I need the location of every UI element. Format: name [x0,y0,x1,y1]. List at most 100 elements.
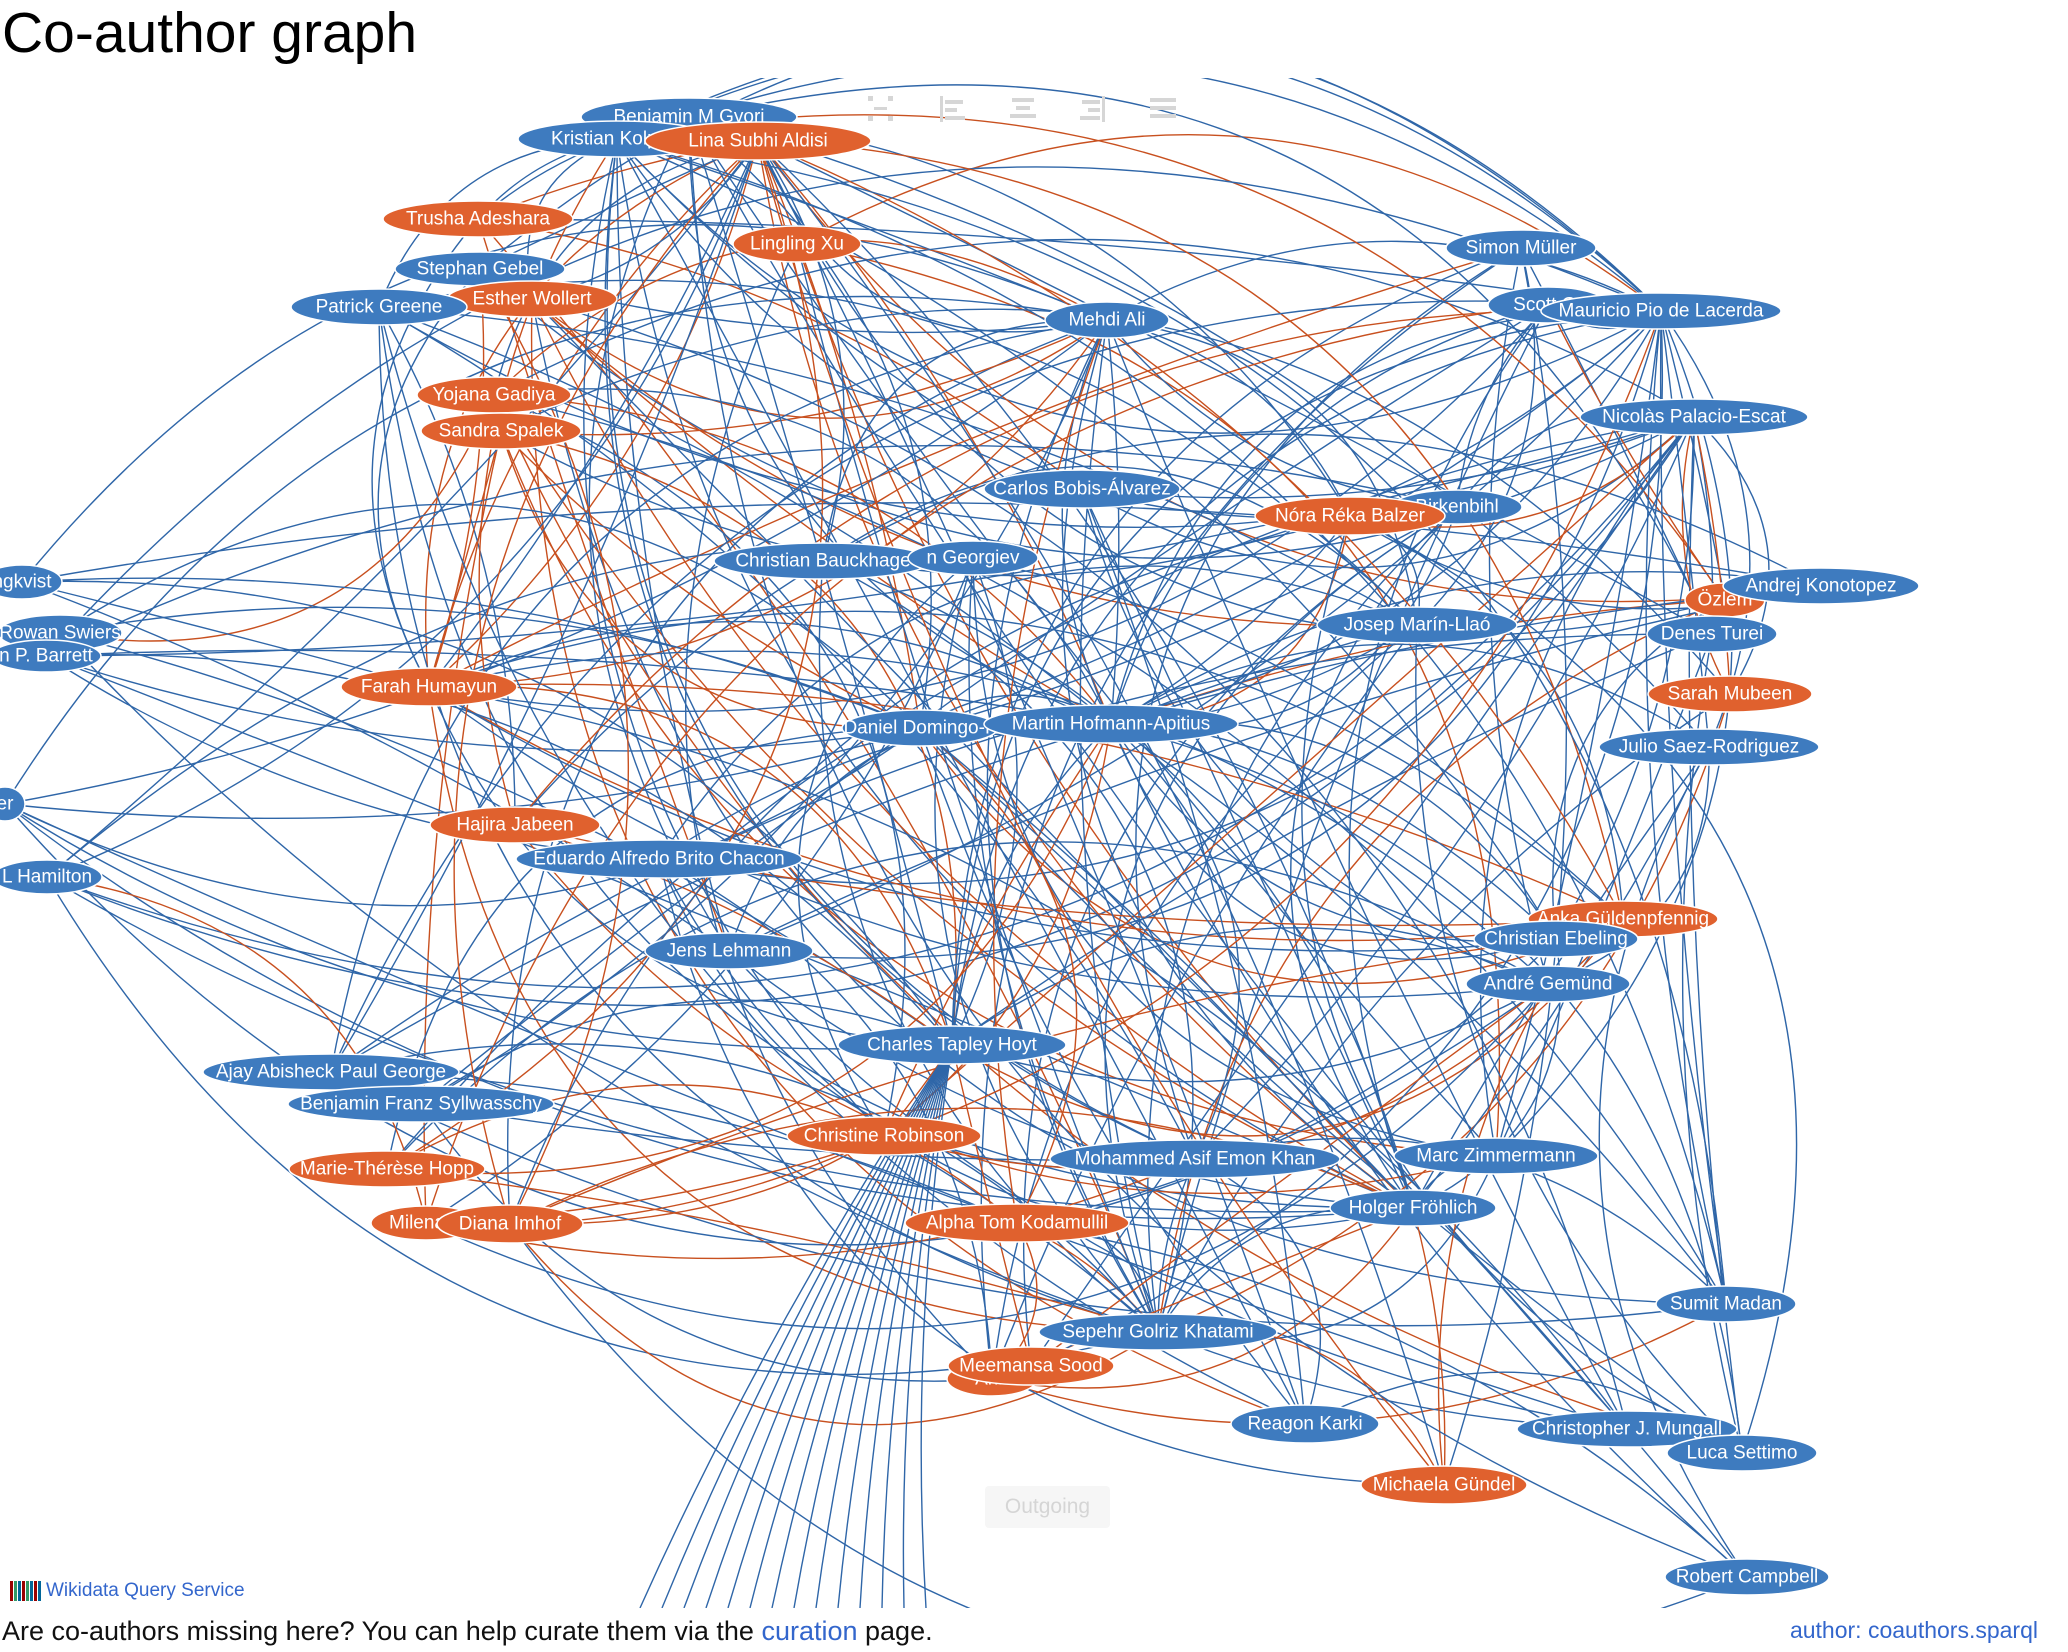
author-node[interactable]: Ajay Abisheck Paul George [202,1053,460,1091]
author-node-ellipse[interactable] [0,859,103,895]
author-node-ellipse[interactable] [1722,567,1920,605]
author-node[interactable]: Simon Müller [1445,229,1597,267]
author-node[interactable]: Martin Hofmann-Apitius [983,704,1239,744]
author-node-ellipse[interactable] [904,1203,1130,1243]
author-node[interactable]: Luca Settimo [1666,1434,1818,1472]
author-node[interactable]: er [0,786,26,822]
author-node[interactable]: Reagon Karki [1230,1404,1380,1444]
author-node[interactable]: Alpha Tom Kodamullil [904,1203,1130,1243]
author-node-ellipse[interactable] [837,1025,1067,1065]
sparql-query-link[interactable]: author: coauthors.sparql [1789,1617,2038,1643]
author-node[interactable]: Michaela Gündel [1360,1465,1528,1505]
author-node-ellipse[interactable] [1465,965,1631,1003]
author-node[interactable]: Sandra Spalek [420,412,582,450]
author-node-ellipse[interactable] [1038,1313,1278,1351]
author-node[interactable]: Mohammed Asif Emon Khan [1049,1139,1341,1179]
author-node[interactable]: Christopher J. Mungall [1516,1410,1738,1448]
justify-icon[interactable] [1150,98,1176,118]
author-node-ellipse[interactable] [907,540,1039,576]
author-node[interactable]: Marc Zimmermann [1393,1137,1599,1175]
author-node-ellipse[interactable] [1254,496,1446,536]
author-node[interactable]: Josep Marín-Llaó [1316,606,1518,644]
author-node-ellipse[interactable] [1049,1139,1341,1179]
graph-toolbar[interactable] [868,96,1176,122]
author-node[interactable]: Meemansa Sood [947,1346,1115,1386]
author-node-ellipse[interactable] [429,806,601,844]
author-node[interactable]: Sarah Mubeen [1647,675,1813,713]
author-node[interactable]: Carlos Bobis-Álvarez [983,469,1181,509]
author-node-ellipse[interactable] [1230,1404,1380,1444]
author-node-ellipse[interactable] [1445,229,1597,267]
author-node[interactable]: Daniel Domingo-F [841,709,999,747]
author-node-ellipse[interactable] [1329,1189,1497,1227]
author-node[interactable]: Benjamin Franz Syllwasschy [287,1085,555,1123]
author-node[interactable]: Mauricio Pio de Lacerda [1540,292,1782,330]
curation-link[interactable]: curation [761,1616,858,1646]
author-node[interactable]: Andrej Konotopez [1722,567,1920,605]
author-node-ellipse[interactable] [983,469,1181,509]
align-center-icon[interactable] [1010,98,1036,118]
author-node[interactable]: Lina Subhi Aldisi [644,121,872,161]
align-left-icon[interactable] [940,96,965,122]
author-node[interactable]: Patrick Greene [290,288,468,326]
author-node-ellipse[interactable] [420,412,582,450]
author-node-ellipse[interactable] [1044,301,1170,339]
author-node[interactable]: n Georgiev [907,540,1039,576]
author-node-ellipse[interactable] [0,639,102,673]
author-node[interactable]: Holger Fröhlich [1329,1189,1497,1227]
author-node-ellipse[interactable] [340,667,518,707]
author-node[interactable]: n P. Barrett [0,639,102,673]
author-node[interactable]: Trusha Adeshara [382,200,574,238]
author-node-ellipse[interactable] [0,564,63,600]
author-node-ellipse[interactable] [644,932,814,970]
author-node[interactable]: Charles Tapley Hoyt [837,1025,1067,1065]
author-node-ellipse[interactable] [436,1204,584,1244]
author-node[interactable]: Julio Saez-Rodriguez [1598,728,1820,766]
outgoing-button[interactable]: Outgoing [985,1486,1110,1528]
author-node[interactable]: Stephan Gebel [394,251,566,287]
author-node[interactable]: Nicolàs Palacio-Escat [1579,398,1809,436]
wikidata-query-service-link[interactable]: Wikidata Query Service [10,1580,245,1602]
author-node-ellipse[interactable] [1316,606,1518,644]
author-node-ellipse[interactable] [1540,292,1782,330]
author-node[interactable]: Robert Campbell [1664,1558,1830,1596]
fit-to-view-icon[interactable] [868,96,893,121]
author-node[interactable]: Diana Imhof [436,1204,584,1244]
author-node-ellipse[interactable] [786,1116,982,1156]
author-node-ellipse[interactable] [1579,398,1809,436]
author-node[interactable]: Marie-Thérèse Hopp [288,1150,486,1188]
author-node[interactable]: Christian Bauckhage [713,542,933,580]
author-node[interactable]: Eduardo Alfredo Brito Chacon [515,839,803,879]
author-node[interactable]: Farah Humayun [340,667,518,707]
author-node-ellipse[interactable] [288,1150,486,1188]
author-node-ellipse[interactable] [0,786,26,822]
author-node-ellipse[interactable] [947,1346,1115,1386]
author-node-ellipse[interactable] [382,200,574,238]
author-node[interactable]: Mehdi Ali [1044,301,1170,339]
author-node-ellipse[interactable] [515,839,803,879]
author-node-ellipse[interactable] [1655,1285,1797,1323]
author-node[interactable]: André Gemünd [1465,965,1631,1003]
author-node-ellipse[interactable] [1360,1465,1528,1505]
author-node[interactable]: ngkvist [0,564,63,600]
author-node-ellipse[interactable] [1393,1137,1599,1175]
author-node[interactable]: Christian Ebeling [1473,920,1639,958]
author-node-ellipse[interactable] [1666,1434,1818,1472]
author-node[interactable]: Hajira Jabeen [429,806,601,844]
author-node-ellipse[interactable] [1664,1558,1830,1596]
author-node-ellipse[interactable] [644,121,872,161]
author-node-ellipse[interactable] [1473,920,1639,958]
author-node-ellipse[interactable] [732,225,862,263]
author-node[interactable]: Nóra Réka Balzer [1254,496,1446,536]
author-node[interactable]: Christine Robinson [786,1116,982,1156]
author-node-ellipse[interactable] [290,288,468,326]
author-node-ellipse[interactable] [983,704,1239,744]
author-node[interactable]: Yojana Gadiya [416,376,572,414]
author-node[interactable]: Jens Lehmann [644,932,814,970]
author-node-ellipse[interactable] [1647,675,1813,713]
author-node[interactable]: Denes Turei [1646,615,1778,653]
author-node[interactable]: Esther Wollert [446,280,618,318]
